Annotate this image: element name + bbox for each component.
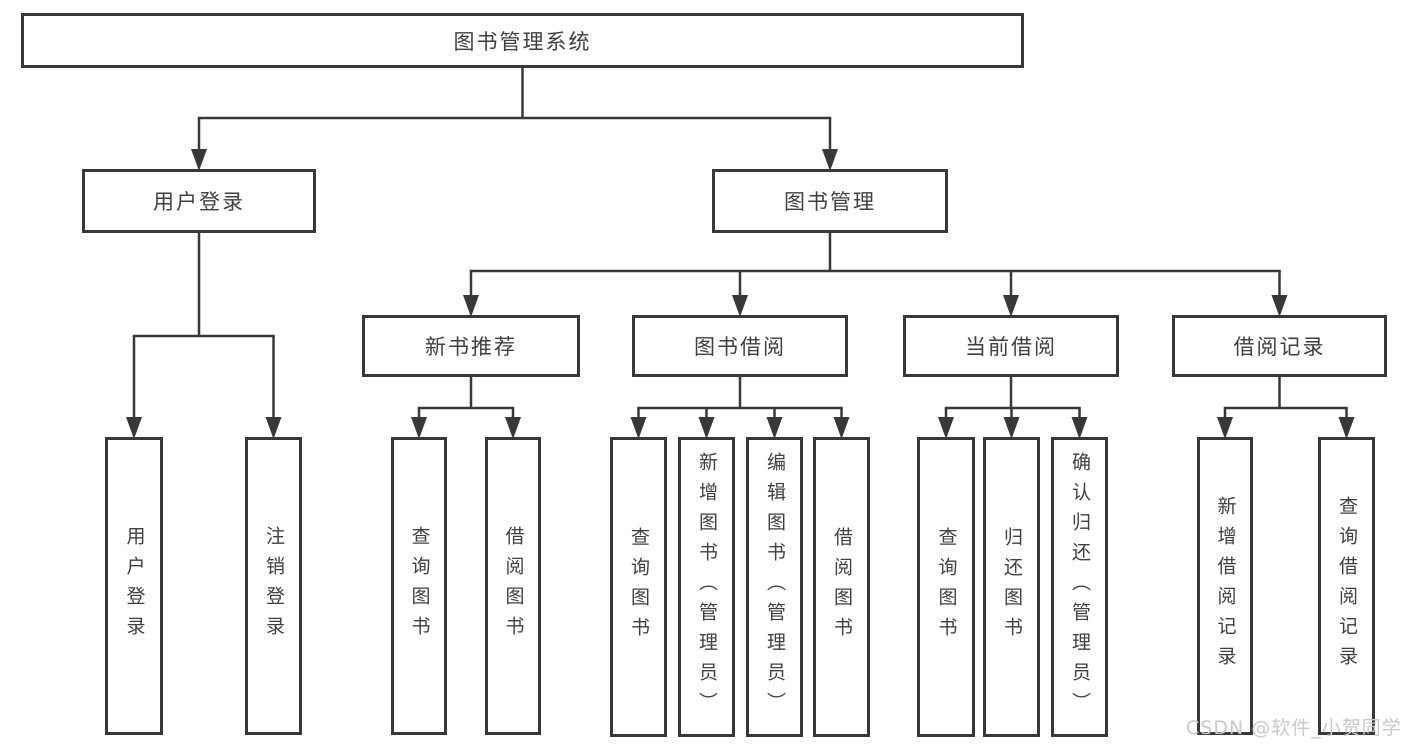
node-book-mgmt: 图书管理: [712, 169, 948, 233]
arrowhead-icon: [265, 417, 282, 439]
arrowhead-icon: [1217, 417, 1233, 439]
node-label-login: 用户登录: [123, 526, 146, 646]
node-label-br-query-record: 查询借阅记录: [1336, 496, 1358, 676]
arrowhead-icon: [938, 417, 954, 439]
node-new-book-rec: 新书推荐: [362, 315, 580, 377]
node-label-borrow-record: 借阅记录: [1233, 335, 1326, 359]
node-label-cb-query-book: 查询图书: [935, 527, 958, 647]
node-label-bb-edit-book: 编辑图书（管理员）: [764, 452, 786, 722]
arrowhead-icon: [191, 149, 207, 171]
node-label-root: 图书管理系统: [453, 29, 592, 54]
arrowhead-icon: [1003, 417, 1020, 439]
arrowhead-icon: [411, 417, 427, 439]
arrowhead-icon: [766, 417, 783, 439]
node-login: 用户登录: [105, 437, 163, 735]
arrowhead-icon: [1071, 417, 1088, 439]
arrowhead-icon: [698, 417, 715, 439]
node-label-user-login: 用户登录: [153, 190, 245, 214]
arrowhead-icon: [732, 295, 748, 317]
arrowhead-icon: [822, 149, 838, 171]
node-current-borrow: 当前借阅: [903, 315, 1119, 377]
node-label-logout: 注销登录: [263, 526, 285, 646]
node-label-book-borrow: 图书借阅: [694, 335, 786, 359]
node-label-cb-return-book: 归还图书: [1001, 527, 1023, 647]
node-label-bb-query-book: 查询图书: [628, 527, 650, 647]
node-cb-confirm-return: 确认归还（管理员）: [1051, 437, 1108, 737]
node-cb-return-book: 归还图书: [983, 437, 1040, 737]
node-borrow-record: 借阅记录: [1172, 315, 1387, 377]
node-rec-borrow-book: 借阅图书: [485, 437, 541, 735]
arrowhead-icon: [463, 295, 479, 317]
node-label-bb-borrow-book: 借阅图书: [831, 527, 853, 647]
node-root: 图书管理系统: [21, 13, 1024, 68]
arrowhead-icon: [505, 417, 521, 439]
node-user-login: 用户登录: [82, 169, 316, 233]
node-bb-add-book: 新增图书（管理员）: [678, 437, 735, 737]
node-label-current-borrow: 当前借阅: [965, 335, 1057, 359]
node-cb-query-book: 查询图书: [917, 437, 975, 737]
node-logout: 注销登录: [245, 437, 302, 735]
node-rec-query-book: 查询图书: [391, 437, 447, 735]
node-label-rec-query-book: 查询图书: [408, 526, 431, 646]
node-label-rec-borrow-book: 借阅图书: [502, 526, 525, 646]
node-label-new-book-rec: 新书推荐: [425, 335, 517, 359]
node-br-query-record: 查询借阅记录: [1318, 437, 1375, 735]
node-label-br-add-record: 新增借阅记录: [1214, 496, 1237, 676]
node-bb-borrow-book: 借阅图书: [813, 437, 870, 737]
node-bb-query-book: 查询图书: [610, 437, 667, 737]
arrowhead-icon: [630, 417, 647, 439]
node-label-book-mgmt: 图书管理: [784, 190, 876, 214]
watermark: CSDN @软件_小贺同学: [1186, 717, 1402, 739]
arrowhead-icon: [126, 417, 142, 439]
node-label-bb-add-book: 新增图书（管理员）: [696, 452, 718, 722]
arrowhead-icon: [1271, 295, 1288, 317]
arrowhead-icon: [1003, 295, 1019, 317]
node-br-add-record: 新增借阅记录: [1197, 437, 1253, 735]
node-book-borrow: 图书借阅: [632, 315, 848, 377]
arrowhead-icon: [833, 417, 850, 439]
arrowhead-icon: [1338, 417, 1355, 439]
node-label-cb-confirm-return: 确认归还（管理员）: [1069, 452, 1091, 722]
node-bb-edit-book: 编辑图书（管理员）: [746, 437, 803, 737]
